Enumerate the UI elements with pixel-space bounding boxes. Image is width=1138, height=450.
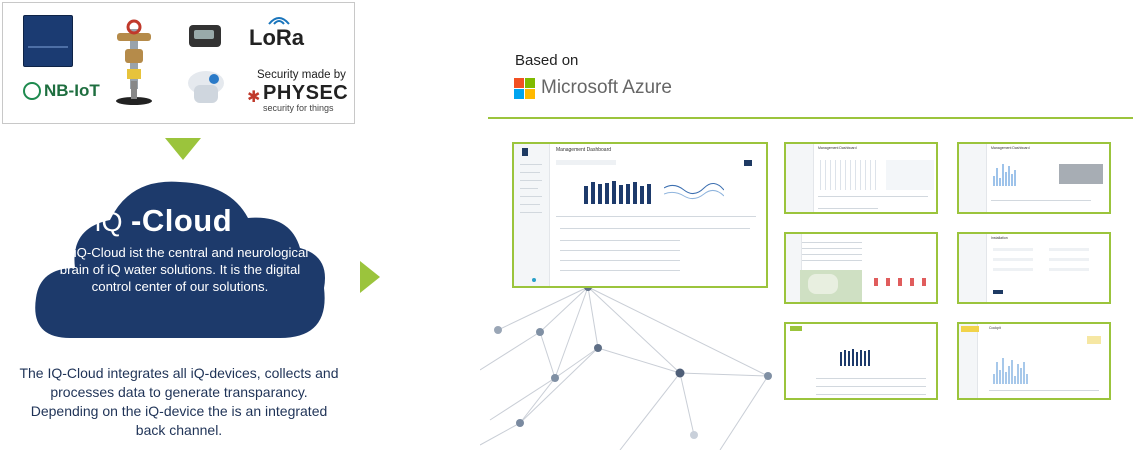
azure-logo: Microsoft Azure [514,77,672,99]
network-node [494,326,502,334]
platform-description: The IQ-Cloud integrates all iQ-devices, … [19,365,339,438]
physec-icon: ✱ [247,89,261,106]
right-arrow [360,261,380,293]
installation-screenshot: Installation [957,232,1111,304]
water-meter-image [189,25,221,47]
dashboard-screenshot-3: Management Dashboard [957,142,1111,214]
network-node [516,419,524,427]
dashboard-title: Management Dashboard [556,147,612,153]
device-detail-screenshot [784,322,938,400]
iq-label: iQ [95,207,123,237]
cockpit-screenshot: Cockpit [957,322,1111,400]
microsoft-logo-icon [514,77,535,99]
map-screenshot [784,232,938,304]
cloud-title-text: -Cloud [131,203,233,238]
sensor-device-image [188,71,224,103]
nbiot-logo: NB-IoT [23,81,100,101]
nbiot-icon [23,82,41,100]
down-arrow [165,138,201,160]
dashboard-screenshot-2: Management Dashboard [784,142,938,214]
azure-label: Microsoft Azure [541,77,672,98]
network-node [690,431,698,439]
network-node [551,374,559,382]
cloud-description: the iQ-Cloud ist the central and neurolo… [51,245,309,294]
network-graph [480,283,772,450]
cloud-shape [35,181,325,338]
divider-line [488,117,1133,119]
device-panel: LoRa NB-IoT Security made by ✱ PHYSEC se… [2,2,355,124]
physec-block: Security made by ✱ PHYSEC security for t… [247,69,349,113]
cloud-title: iQ -Cloud [95,203,232,239]
network-node [594,344,602,352]
network-node [536,328,544,336]
water-cabinet-image [23,15,73,67]
network-node [675,368,685,378]
based-on-label: Based on [515,52,579,69]
network-node [764,372,772,380]
hydrant-valve-image [116,19,152,105]
lora-logo: LoRa [249,17,319,50]
dashboard-screenshot-main: Management Dashboard [512,142,768,288]
